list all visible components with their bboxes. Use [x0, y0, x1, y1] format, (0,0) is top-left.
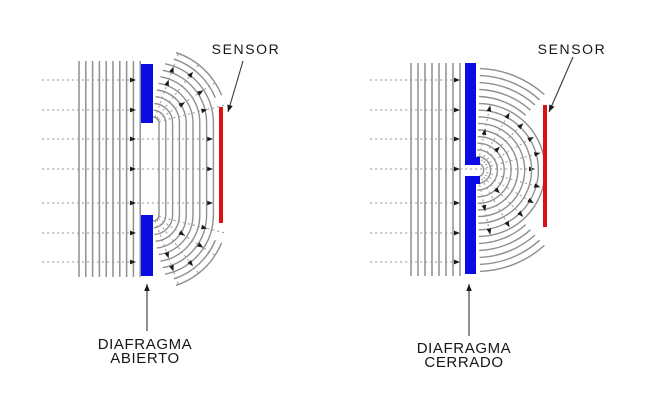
left-sensor-label: SENSOR	[211, 41, 281, 57]
left-diaphragm-barrier	[141, 64, 153, 276]
right-diaphragm-barrier	[465, 63, 480, 274]
right-diaphragm-pointer-arrow	[466, 284, 472, 336]
right-sensor-label: SENSOR	[537, 41, 607, 57]
left-sensor	[219, 107, 223, 223]
right-propagation-rays	[370, 77, 535, 265]
left-propagation-rays	[42, 77, 213, 265]
right-radial-rays	[478, 105, 541, 235]
right-sensor-pointer-arrow	[548, 56, 574, 113]
left-sensor-bar	[219, 107, 223, 223]
left-diaphragm-line1: DIAFRAGMA	[97, 336, 193, 353]
left-diaphragm-line2: ABIERTO	[110, 350, 180, 367]
right-diaphragm-line2: CERRADO	[424, 354, 504, 371]
left-sensor-pointer-arrow	[227, 60, 244, 113]
right-sensor-bar	[543, 105, 547, 227]
right-diaphragm-line1: DIAFRAGMA	[416, 340, 512, 357]
right-sensor	[543, 105, 547, 227]
right-diffracted-wavefronts	[476, 67, 546, 273]
left-diffracted-wavefronts	[153, 51, 223, 287]
left-diaphragm-pointer-arrow	[144, 284, 150, 331]
left-diaphragm-label: DIAFRAGMA ABIERTO	[97, 336, 193, 367]
left-radial-rays	[154, 52, 226, 286]
right-diaphragm-label: DIAFRAGMA CERRADO	[416, 340, 512, 371]
